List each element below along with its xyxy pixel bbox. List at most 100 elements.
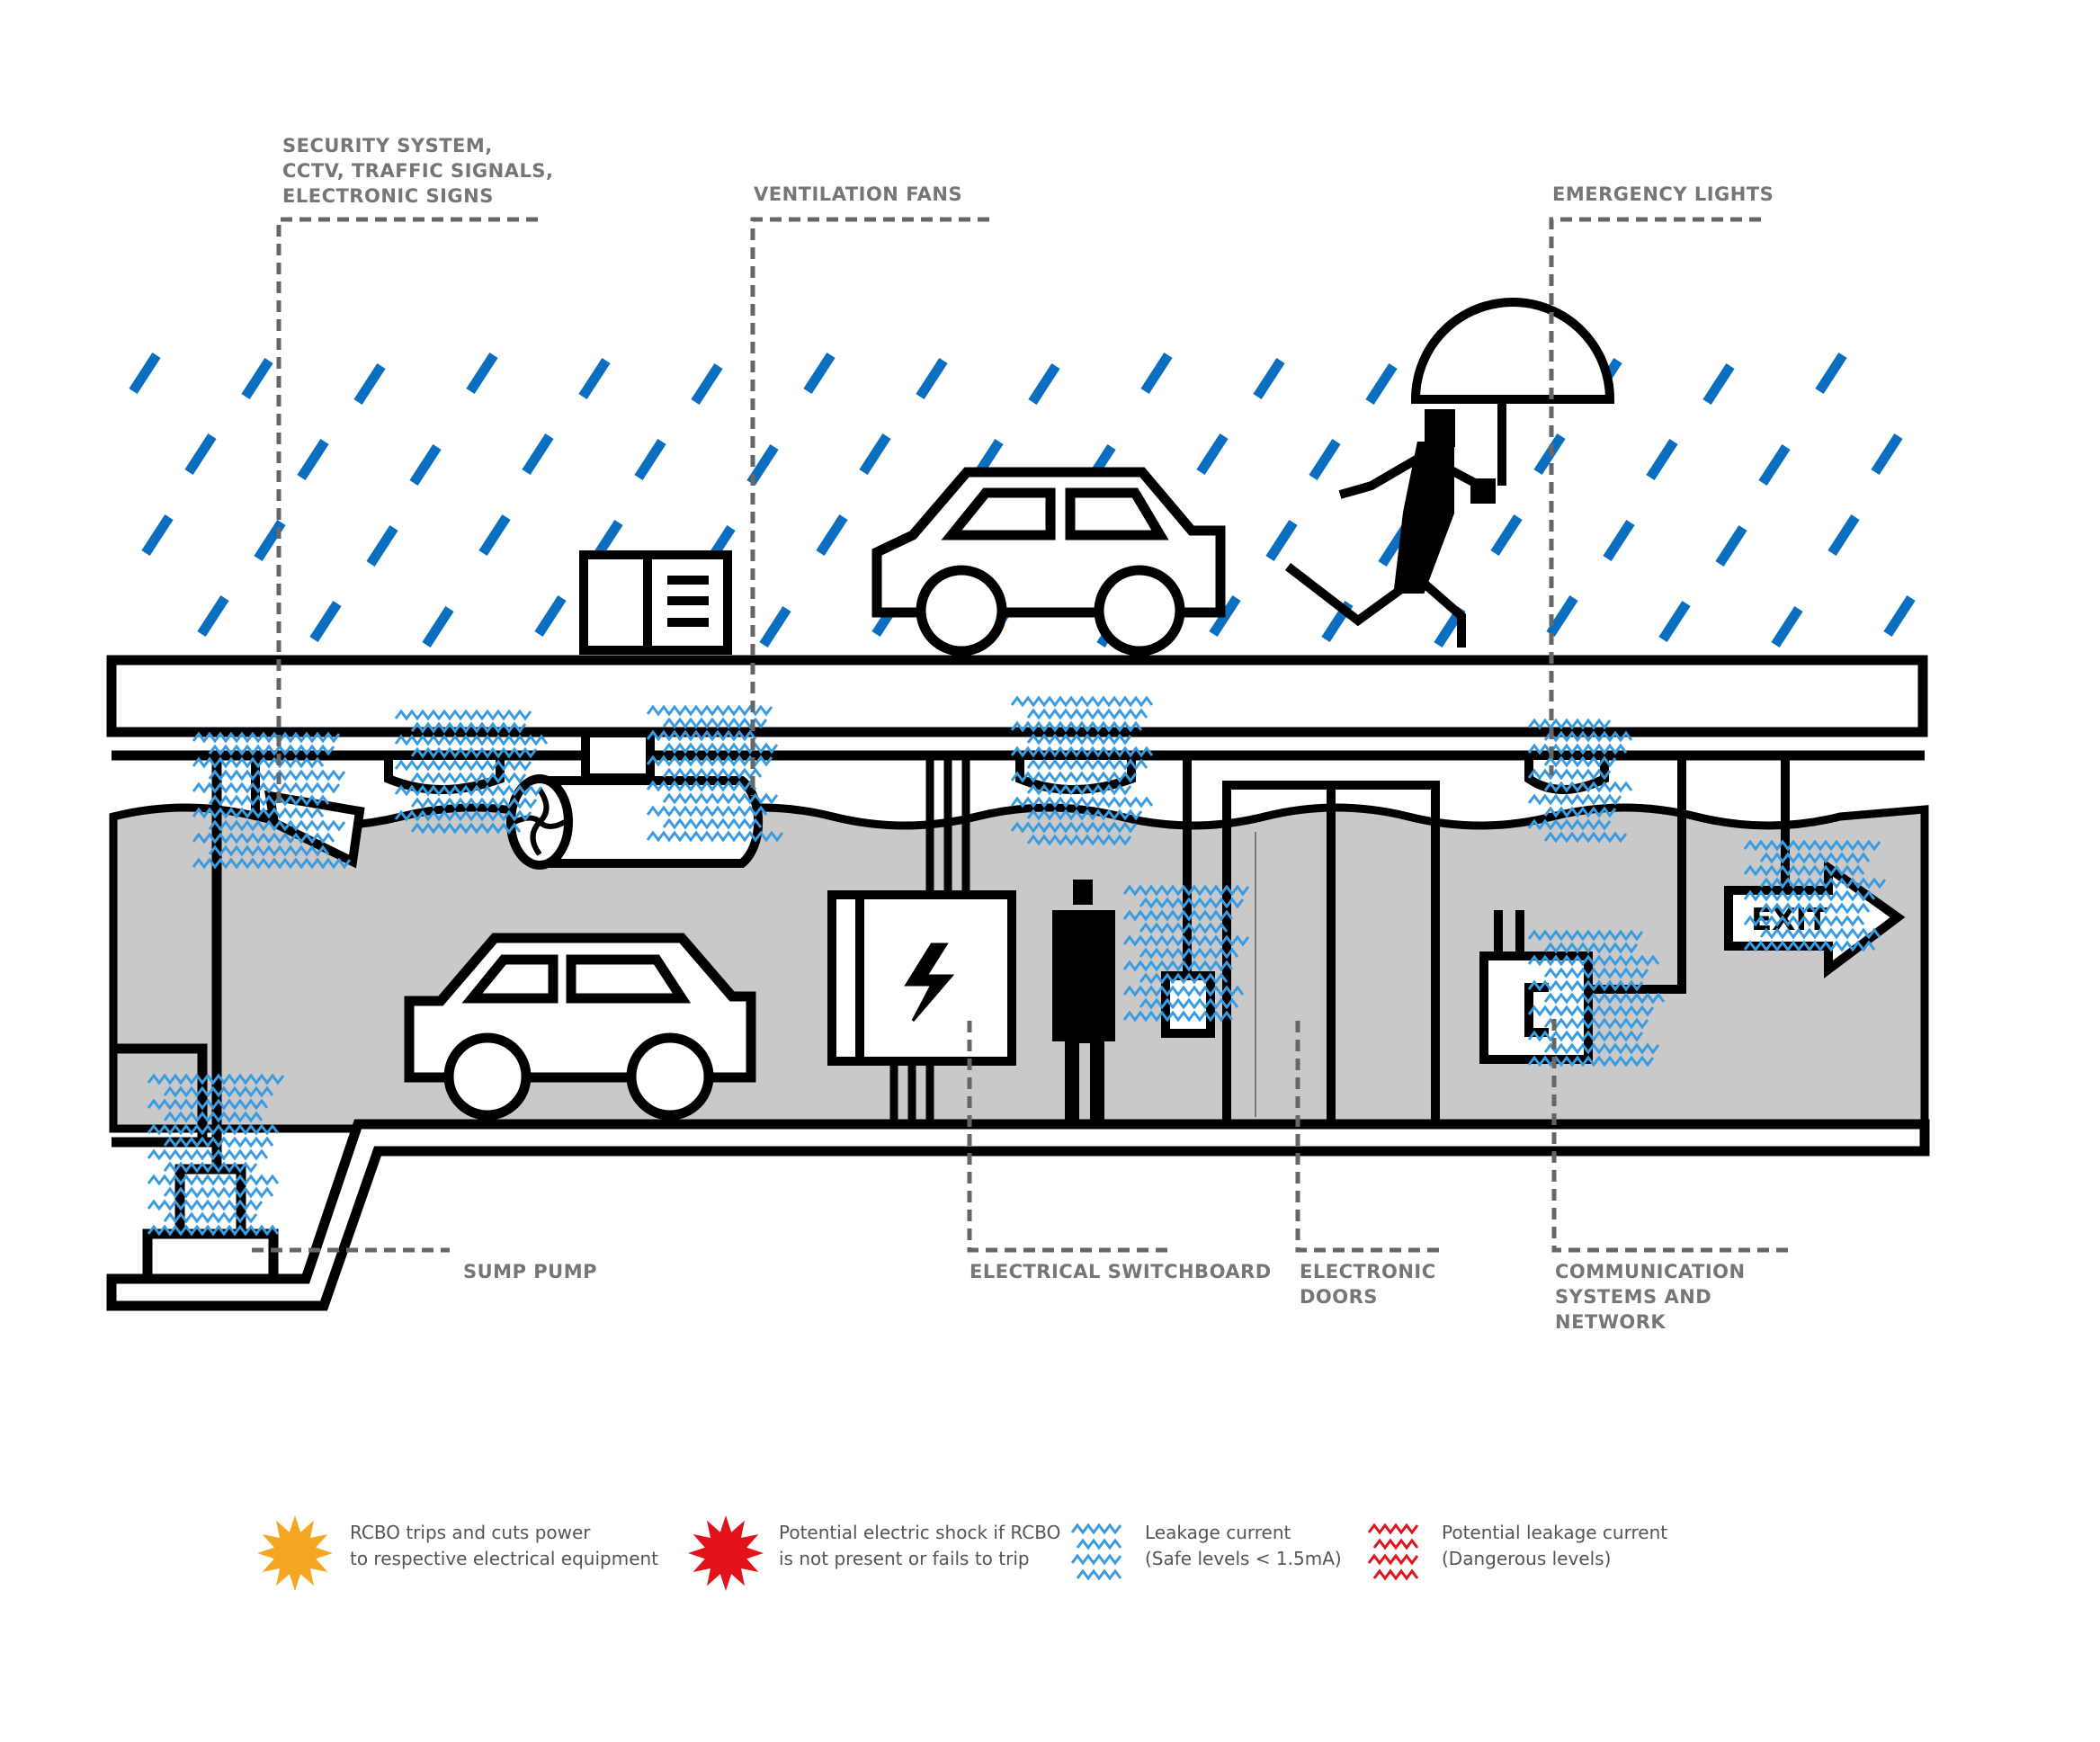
- leakage-zigzag: [208, 794, 330, 807]
- rain-streak: [1932, 361, 1955, 397]
- rain-streak: [466, 353, 498, 394]
- electronic-doors-icon: [1222, 781, 1440, 1124]
- leakage-current-clusters: [147, 695, 1887, 1237]
- rain-streak: [1140, 353, 1173, 394]
- leakage-zigzag: [1076, 1538, 1122, 1550]
- leakage-zigzag: [1122, 884, 1250, 897]
- rain-streak: [1265, 520, 1298, 561]
- leakage-zigzag: [208, 819, 346, 832]
- leakage-zigzag: [1139, 922, 1229, 934]
- legend-rcbo-trips-text: RCBO trips and cuts power to respective …: [350, 1522, 659, 1569]
- electrical-switchboard-icon: [827, 890, 1016, 1066]
- leakage-zigzag: [147, 1174, 280, 1186]
- leakage-zigzag: [1139, 947, 1239, 960]
- leakage-zigzag: [1743, 864, 1865, 877]
- rain-streak: [241, 358, 273, 399]
- traffic-control-box-icon: [579, 550, 732, 655]
- leakage-zigzag: [646, 729, 757, 742]
- rain-streak: [422, 606, 454, 648]
- rain-streak: [1988, 442, 2011, 478]
- leakage-zigzag: [1026, 733, 1132, 746]
- leakage-zigzag: [208, 844, 330, 857]
- leakage-zigzag: [147, 1098, 269, 1111]
- leakage-zigzag: [1543, 942, 1639, 954]
- rain-streak: [534, 595, 567, 637]
- flood-water: [109, 803, 1929, 1133]
- rain-streak: [1658, 601, 1691, 642]
- leakage-zigzag: [394, 784, 543, 797]
- leakage-zigzag: [1070, 1553, 1122, 1566]
- leakage-zigzag: [662, 817, 763, 830]
- communication-systems-label: COMMUNICATION SYSTEMS AND NETWORK: [1555, 1261, 1746, 1333]
- blue-zigzag-icon: [1070, 1523, 1122, 1581]
- leakage-cluster: [1527, 718, 1633, 844]
- leakage-zigzag: [1527, 1030, 1644, 1042]
- rain-streak: [184, 433, 217, 475]
- rain-streak: [2000, 603, 2024, 639]
- leakage-zigzag: [1076, 1568, 1122, 1581]
- leakage-zigzag: [1759, 902, 1871, 915]
- orange-star-icon: [257, 1515, 333, 1591]
- leakage-zigzag: [394, 809, 532, 822]
- leakage-zigzag: [410, 721, 527, 734]
- rain-streak: [1715, 525, 1747, 567]
- leakage-zigzag: [1759, 927, 1881, 940]
- leakage-cluster: [1527, 929, 1666, 1068]
- leakage-zigzag: [1527, 743, 1628, 755]
- leakage-zigzag: [394, 734, 549, 746]
- leakage-zigzag: [192, 756, 325, 769]
- leakage-zigzag: [1543, 831, 1628, 844]
- leakage-zigzag: [192, 807, 325, 819]
- leakage-zigzag: [1122, 960, 1234, 972]
- leakage-zigzag: [1543, 992, 1666, 1005]
- leakage-zigzag: [1743, 839, 1881, 852]
- leakage-zigzag: [192, 782, 341, 794]
- leakage-zigzag: [163, 1136, 274, 1148]
- rain-streak: [803, 353, 836, 394]
- leakage-zigzag: [410, 772, 527, 784]
- road-car-icon: [871, 467, 1226, 657]
- switchboard-conduits: [889, 755, 970, 1124]
- leakage-zigzag: [192, 857, 352, 870]
- rain-streak: [1028, 363, 1060, 405]
- leakage-zigzag: [662, 717, 768, 729]
- leakage-zigzag: [147, 1073, 285, 1085]
- leakage-zigzag: [1759, 877, 1887, 889]
- rain-streak: [916, 358, 948, 399]
- rain-streak: [1771, 606, 1803, 648]
- leakage-zigzag: [147, 1123, 280, 1136]
- leakage-zigzag: [1139, 997, 1239, 1010]
- leakage-zigzag: [394, 709, 532, 721]
- leakage-zigzag: [662, 792, 779, 805]
- leakage-zigzag: [1139, 897, 1245, 909]
- legend-leakage-dangerous-text: Potential leakage current (Dangerous lev…: [1442, 1522, 1668, 1569]
- rain-streak: [1490, 514, 1523, 556]
- leakage-zigzag: [163, 1161, 258, 1174]
- leakage-zigzag: [1026, 834, 1132, 846]
- leakage-zigzag: [1070, 1523, 1122, 1535]
- leakage-zigzag: [1743, 915, 1865, 927]
- leakage-zigzag: [1010, 771, 1138, 783]
- leakage-zigzag: [1527, 718, 1612, 730]
- leakage-zigzag: [1527, 818, 1612, 831]
- ventilation-fans-label: VENTILATION FANS: [754, 183, 963, 205]
- rain-streak: [1546, 595, 1578, 637]
- security-system-label: SECURITY SYSTEM, CCTV, TRAFFIC SIGNALS, …: [282, 135, 554, 207]
- rain-streak: [309, 601, 342, 642]
- leakage-zigzag: [147, 1199, 264, 1211]
- communication-socket-icon: [1479, 755, 1686, 1064]
- electrical-switchboard-label: ELECTRICAL SWITCHBOARD: [970, 1261, 1272, 1282]
- leakage-zigzag: [1010, 695, 1154, 708]
- callout-leader-lines: [252, 217, 1790, 1253]
- sump-pump-label: SUMP PUMP: [463, 1261, 598, 1282]
- leakage-zigzag: [147, 1148, 269, 1161]
- rain-streak: [1702, 363, 1735, 405]
- leakage-zigzag: [1372, 1538, 1419, 1550]
- leakage-cluster: [1122, 884, 1250, 1023]
- leakage-zigzag: [1010, 796, 1154, 808]
- leakage-zigzag: [1010, 821, 1138, 834]
- leakage-zigzag: [1122, 934, 1250, 947]
- rain-streak: [816, 514, 848, 556]
- leakage-zigzag: [410, 822, 522, 835]
